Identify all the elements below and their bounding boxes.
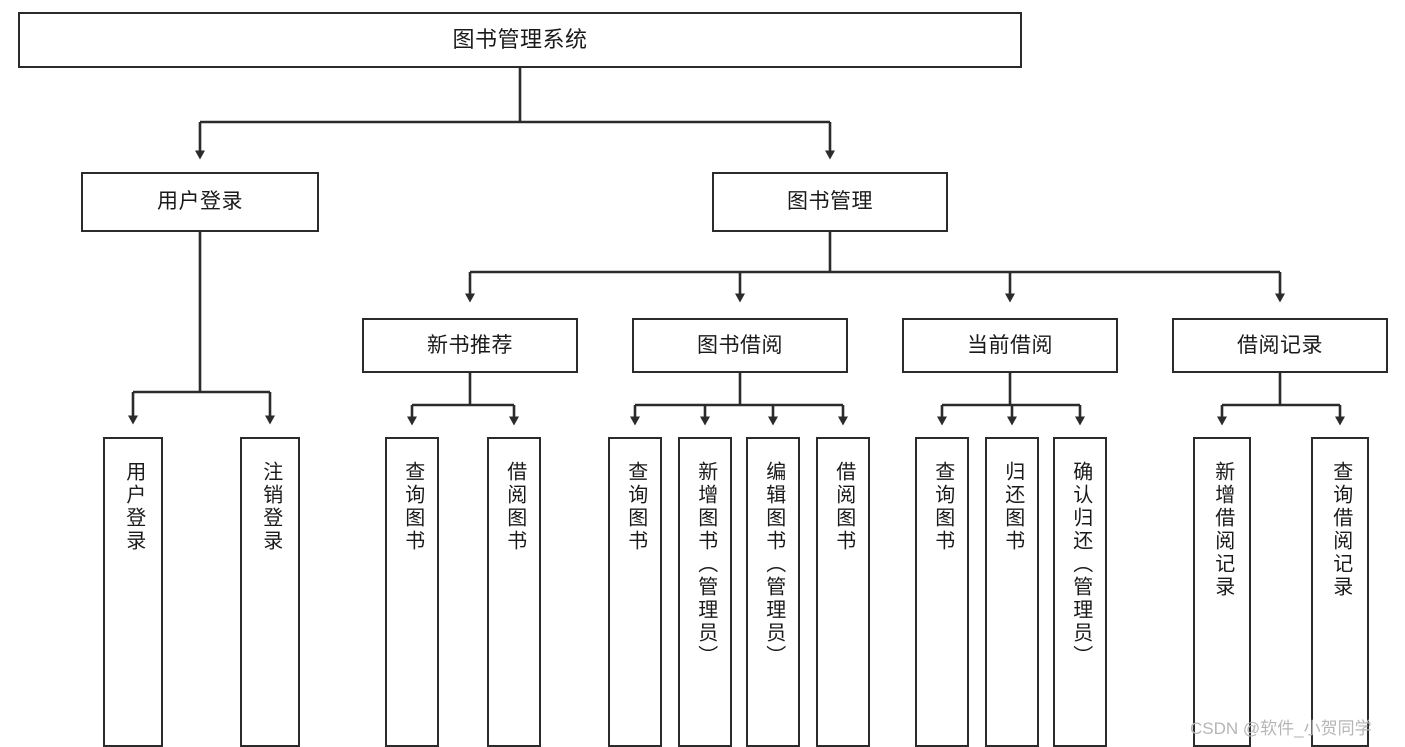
leaf-label: 借阅图书 bbox=[832, 461, 855, 553]
node-borrow-records[interactable]: 借阅记录 bbox=[1172, 318, 1388, 373]
leaf-label: 编辑图书（管理员） bbox=[762, 461, 785, 668]
leaf-label: 注销登录 bbox=[259, 461, 282, 553]
node-new-book-recommend[interactable]: 新书推荐 bbox=[362, 318, 578, 373]
node-label: 借阅记录 bbox=[1237, 333, 1323, 357]
leaf-logout-login[interactable]: 注销登录 bbox=[240, 437, 300, 747]
leaf-label: 查询图书 bbox=[624, 461, 647, 553]
leaf-label: 查询图书 bbox=[931, 461, 954, 553]
node-label: 用户登录 bbox=[157, 190, 243, 214]
leaf-edit-book-admin[interactable]: 编辑图书（管理员） bbox=[746, 437, 800, 747]
leaf-label: 用户登录 bbox=[122, 461, 145, 553]
leaf-return-books[interactable]: 归还图书 bbox=[985, 437, 1039, 747]
watermark-text: CSDN @软件_小贺同学 bbox=[1190, 719, 1372, 738]
node-label: 当前借阅 bbox=[967, 333, 1053, 357]
leaf-borrow-books-recommend[interactable]: 借阅图书 bbox=[487, 437, 541, 747]
leaf-user-login[interactable]: 用户登录 bbox=[103, 437, 163, 747]
node-label: 图书借阅 bbox=[697, 333, 783, 357]
leaf-label: 查询图书 bbox=[401, 461, 424, 553]
leaf-label: 查询借阅记录 bbox=[1329, 461, 1352, 599]
leaf-label: 确认归还（管理员） bbox=[1069, 461, 1092, 668]
node-label: 图书管理 bbox=[787, 190, 873, 214]
node-user-login-group[interactable]: 用户登录 bbox=[81, 172, 319, 232]
node-root-label: 图书管理系统 bbox=[452, 26, 588, 52]
leaf-label: 归还图书 bbox=[1001, 461, 1024, 553]
leaf-query-books-recommend[interactable]: 查询图书 bbox=[385, 437, 439, 747]
node-label: 新书推荐 bbox=[427, 333, 513, 357]
node-book-management-group[interactable]: 图书管理 bbox=[712, 172, 948, 232]
node-current-borrow[interactable]: 当前借阅 bbox=[902, 318, 1118, 373]
leaf-label: 借阅图书 bbox=[503, 461, 526, 553]
leaf-confirm-return-admin[interactable]: 确认归还（管理员） bbox=[1053, 437, 1107, 747]
leaf-add-borrow-record[interactable]: 新增借阅记录 bbox=[1193, 437, 1251, 747]
leaf-add-book-admin[interactable]: 新增图书（管理员） bbox=[678, 437, 732, 747]
leaf-label: 新增借阅记录 bbox=[1211, 461, 1234, 599]
node-root-system[interactable]: 图书管理系统 bbox=[18, 12, 1022, 68]
leaf-query-books-current[interactable]: 查询图书 bbox=[915, 437, 969, 747]
node-book-borrow[interactable]: 图书借阅 bbox=[632, 318, 848, 373]
leaf-query-books-borrow[interactable]: 查询图书 bbox=[608, 437, 662, 747]
leaf-query-borrow-record[interactable]: 查询借阅记录 bbox=[1311, 437, 1369, 747]
leaf-label: 新增图书（管理员） bbox=[694, 461, 717, 668]
leaf-borrow-books[interactable]: 借阅图书 bbox=[816, 437, 870, 747]
